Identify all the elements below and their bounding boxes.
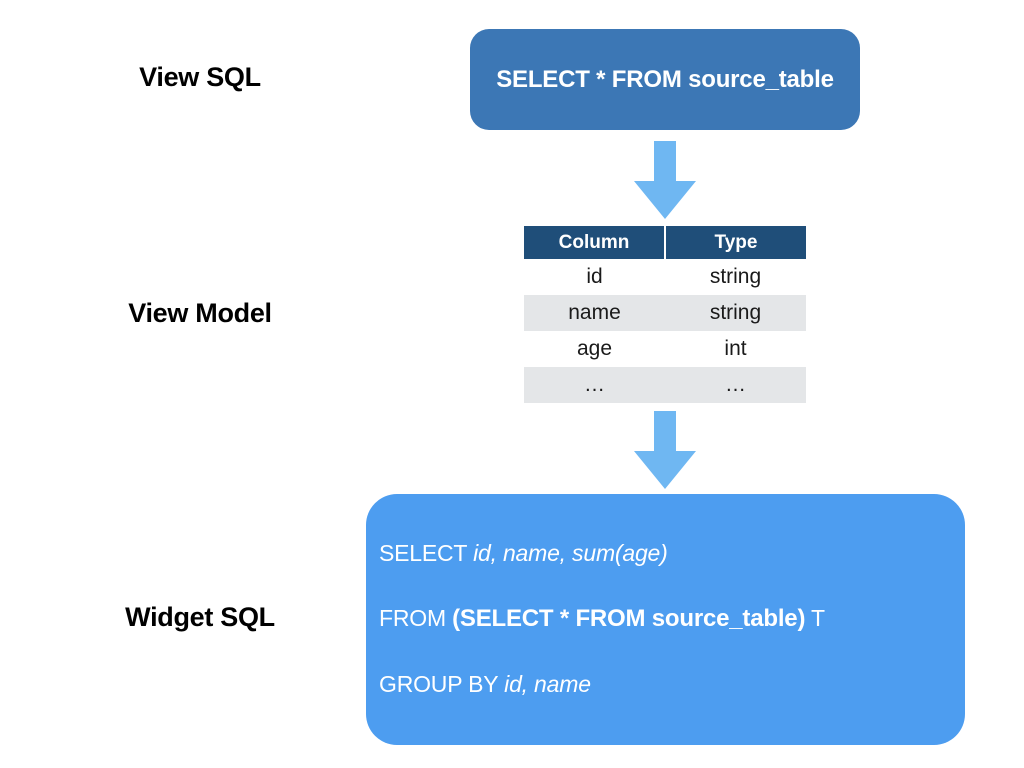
view-sql-statement: SELECT * FROM source_table — [496, 65, 834, 93]
sql-fragment-plain: FROM — [379, 605, 453, 631]
sql-fragment-plain: SELECT — [379, 540, 474, 566]
arrow-down-icon — [634, 411, 696, 489]
table-row: name string — [524, 295, 806, 331]
row-label-view-sql: View SQL — [139, 62, 261, 92]
sql-fragment-bold: (SELECT * FROM source_table) — [452, 605, 806, 632]
table-cell-column: id — [524, 259, 665, 295]
table-cell-type: int — [665, 331, 806, 367]
view-sql-box: SELECT * FROM source_table — [470, 29, 860, 130]
widget-sql-line-select: SELECT id, name, sum(age) — [379, 539, 965, 567]
table-row: … … — [524, 367, 806, 403]
row-label-view-model: View Model — [128, 298, 272, 328]
table-cell-column: name — [524, 295, 665, 331]
widget-sql-line-group-by: GROUP BY id, name — [379, 670, 965, 698]
sql-fragment-italic: id, name, sum(age) — [473, 540, 668, 566]
table-header-type: Type — [664, 226, 806, 259]
widget-sql-line-from: FROM (SELECT * FROM source_table) T — [379, 604, 965, 633]
arrow-down-icon — [634, 141, 696, 219]
row-label-widget-sql: Widget SQL — [125, 602, 275, 632]
sql-fragment-plain: GROUP BY — [379, 671, 505, 697]
table-cell-type: … — [665, 367, 806, 403]
view-model-table: Column Type id string name string age in… — [524, 226, 806, 403]
table-header-column: Column — [524, 226, 665, 259]
table-row: id string — [524, 259, 806, 295]
table-cell-type: string — [665, 295, 806, 331]
widget-sql-box: SELECT id, name, sum(age) FROM (SELECT *… — [366, 494, 965, 745]
table-cell-type: string — [665, 259, 806, 295]
table-cell-column: age — [524, 331, 665, 367]
table-row: age int — [524, 331, 806, 367]
sql-fragment-plain: T — [805, 605, 825, 631]
sql-fragment-italic: id, name — [504, 671, 591, 697]
table-cell-column: … — [524, 367, 665, 403]
table-header-row: Column Type — [524, 226, 806, 259]
